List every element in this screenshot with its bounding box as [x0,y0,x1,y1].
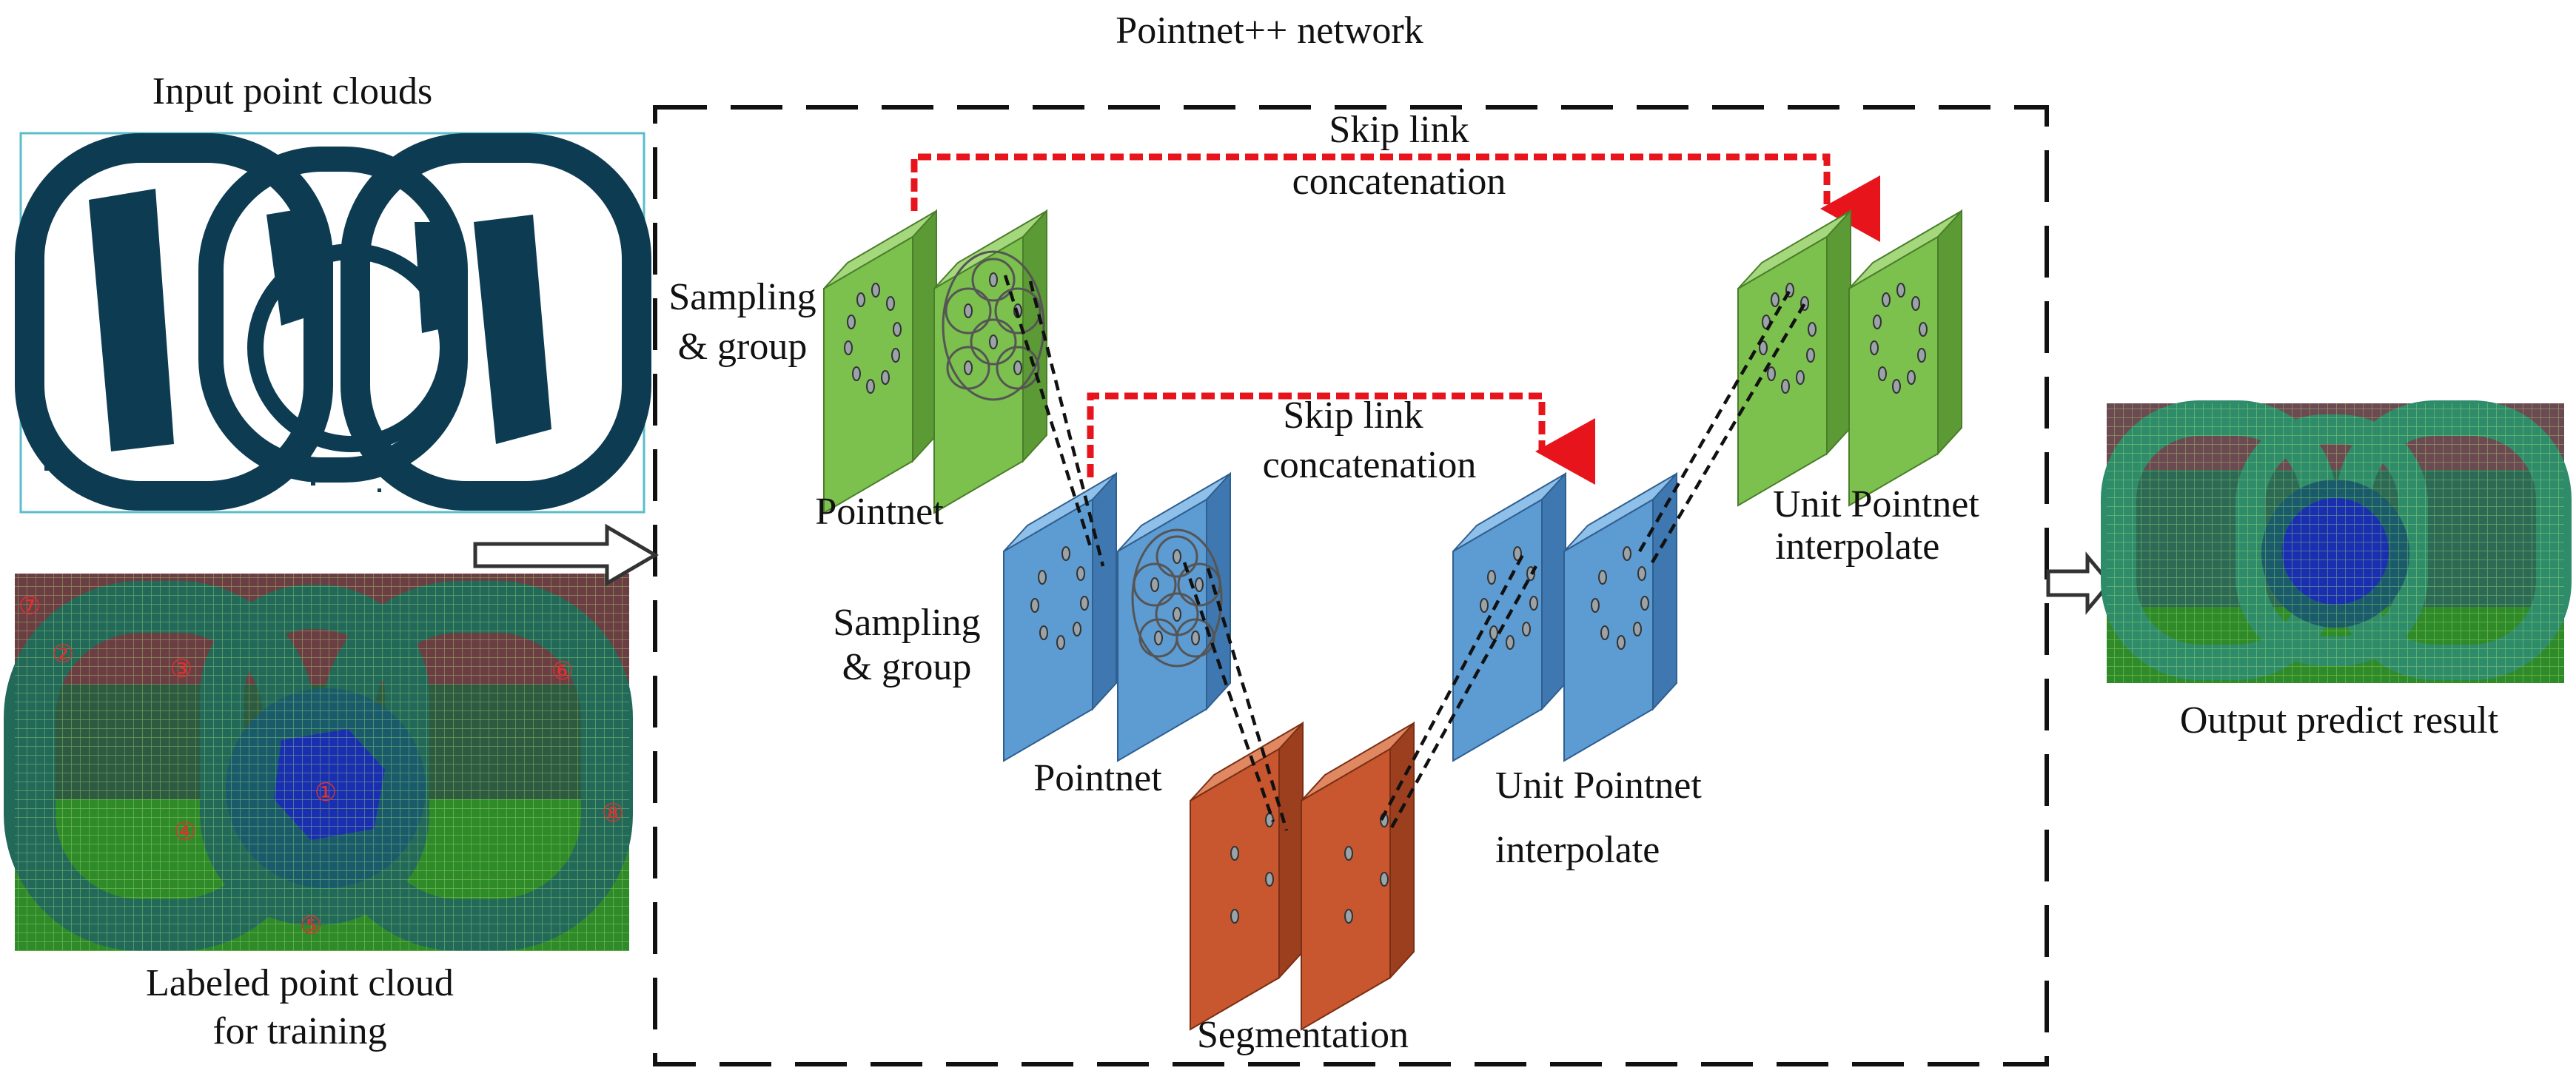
region-mark-1: ① [315,779,337,807]
input-point-cloud-image [15,132,651,514]
level1-sampling-line2: & group [678,326,808,368]
output-caption: Output predict result [2180,699,2499,742]
level2-pointnet: Pointnet [1033,757,1162,799]
decoder-level2-slab-a [1452,471,1566,762]
network-frame [653,105,2049,1066]
region-mark-4: ④ [174,819,196,846]
output-arrow [2046,551,2113,615]
input-title: Input point clouds [152,70,432,112]
dashed-connectors [1003,275,1806,831]
skip-top-line1: Skip link [1329,109,1469,151]
network-title: Pointnet++ network [1116,10,1423,52]
level2-sampling-line2: & group [842,646,972,688]
unit-top-line2: interpolate [1775,525,1939,568]
skip-link-top [910,153,1880,242]
region-mark-7: ⑦ [19,593,41,620]
region-mark-3: ③ [170,656,192,683]
region-mark-5: ⑤ [300,913,322,940]
level1-pointnet: Pointnet [815,491,944,533]
region-mark-2: ② [52,641,74,668]
decoder-level1-slab-b [1848,209,1962,507]
labeled-point-cloud-image: ① ② ③ ④ ⑤ ⑥ ⑦ ⑧ [4,574,633,951]
segmentation-slab-a [1190,721,1304,1031]
skip-top-line2: concatenation [1292,161,1506,203]
skip-link-mid [1087,392,1595,485]
labeled-caption-line2: for training [212,1010,386,1052]
encoder-level1-slab-a [823,209,937,514]
region-mark-8: ⑧ [602,800,624,827]
unit-mid-line1: Unit Pointnet [1495,765,1702,807]
encoder-level1-slab-b [933,209,1047,514]
input-arrow [473,523,659,587]
output-predict-image [2101,400,2572,683]
segmentation-label: Segmentation [1197,1014,1409,1056]
region-mark-6: ⑥ [551,658,574,685]
unit-mid-line2: interpolate [1495,829,1660,871]
encoder-level2-slab-a [1003,471,1117,762]
encoder-level2-slab-b [1117,471,1231,762]
skip-mid-line2: concatenation [1263,444,1477,486]
unit-top-line1: Unit Pointnet [1773,483,1979,525]
labeled-caption-line1: Labeled point cloud [146,962,454,1004]
segmentation-slab-b [1301,721,1415,1031]
decoder-level1-slab-a [1737,209,1851,507]
skip-mid-line1: Skip link [1283,394,1423,437]
level1-sampling-line1: Sampling [668,276,816,318]
level2-sampling-line1: Sampling [833,602,980,644]
